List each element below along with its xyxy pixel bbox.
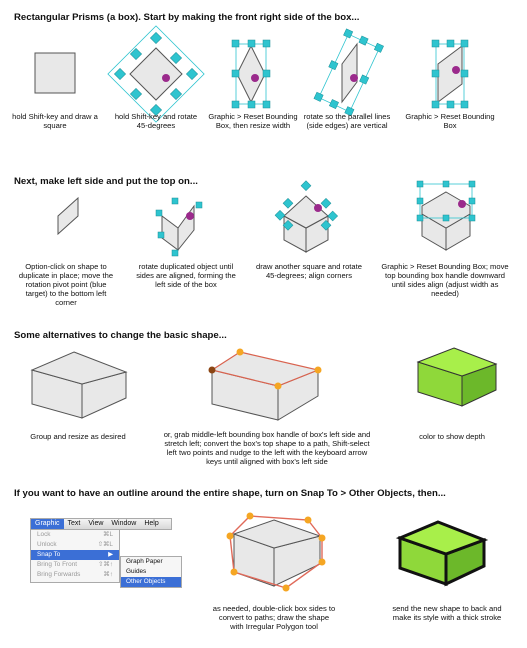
menu-item-snap-to-label: Snap To bbox=[37, 551, 61, 558]
grouped-box-figure bbox=[30, 351, 128, 419]
caption-reset-bbox: Graphic > Reset Bounding Box bbox=[405, 112, 495, 130]
polygon-outline-figure bbox=[226, 512, 326, 592]
caption-stretch-left: or, grab middle-left bounding box handle… bbox=[163, 430, 371, 466]
menu-item-bring-forwards-shortcut: ⌘↑ bbox=[103, 571, 113, 578]
caption-draw-top: draw another square and rotate 45-degree… bbox=[256, 262, 362, 280]
caption-reset-resize: Graphic > Reset Bounding Box, then resiz… bbox=[208, 112, 298, 130]
section-heading-1: Rectangular Prisms (a box). Start by mak… bbox=[14, 12, 360, 23]
section-heading-2: Next, make left side and put the top on.… bbox=[14, 176, 198, 187]
menu-item-bring-forwards[interactable]: Bring Forwards ⌘↑ bbox=[31, 570, 119, 580]
green-box-figure bbox=[416, 347, 498, 407]
menu-item-unlock[interactable]: Unlock ⇧⌘L bbox=[31, 540, 119, 550]
menu-item-unlock-label: Unlock bbox=[37, 541, 57, 548]
stretched-box-figure bbox=[208, 348, 322, 421]
caption-rotate-vertical: rotate so the parallel lines (side edges… bbox=[303, 112, 391, 130]
menu-view[interactable]: View bbox=[88, 520, 104, 527]
menu-item-lock-shortcut: ⌘L bbox=[103, 531, 113, 538]
submenu-graph-paper[interactable]: Graph Paper bbox=[126, 558, 163, 565]
caption-group-resize: Group and resize as desired bbox=[30, 432, 126, 441]
menu-help[interactable]: Help bbox=[144, 520, 159, 527]
menu-window[interactable]: Window bbox=[111, 520, 137, 527]
menu-item-bring-to-front-label: Bring To Front bbox=[37, 561, 78, 568]
diamond-narrow-figure bbox=[231, 39, 271, 109]
caption-irregular-polygon: as needed, double-click box sides to con… bbox=[212, 604, 336, 631]
side-face-figure bbox=[57, 196, 79, 236]
caption-thick-stroke: send the new shape to back and make its … bbox=[392, 604, 502, 622]
section-heading-3: Some alternatives to change the basic sh… bbox=[14, 330, 227, 341]
menu-item-bring-to-front[interactable]: Bring To Front ⇧⌘↑ bbox=[31, 560, 119, 570]
caption-rotate-duplicate: rotate duplicated object until sides are… bbox=[136, 262, 236, 289]
menu-text[interactable]: Text bbox=[67, 520, 81, 527]
reset-box-figure bbox=[431, 39, 469, 109]
caption-draw-square: hold Shift-key and draw a square bbox=[12, 112, 98, 130]
menu-item-bring-to-front-shortcut: ⇧⌘↑ bbox=[98, 561, 113, 568]
outlined-green-box-figure bbox=[395, 520, 489, 587]
caption-reset-top: Graphic > Reset Bounding Box; move top b… bbox=[381, 262, 509, 298]
menu-item-bring-forwards-label: Bring Forwards bbox=[37, 571, 81, 578]
caption-color-depth: color to show depth bbox=[419, 432, 485, 441]
submenu-other-objects[interactable]: Other Objects bbox=[121, 577, 181, 587]
graphic-dropdown: Lock ⌘L Unlock ⇧⌘L Snap To ▶ Bring To Front… bbox=[30, 529, 120, 583]
menu-item-unlock-shortcut: ⇧⌘L bbox=[97, 541, 113, 548]
caption-duplicate-pivot: Option-click on shape to duplicate in pl… bbox=[18, 262, 114, 307]
menu-item-snap-to[interactable]: Snap To ▶ bbox=[31, 550, 119, 560]
chevron-right-icon: ▶ bbox=[108, 551, 113, 558]
rotated-diamond-figure bbox=[313, 28, 384, 117]
menu-graphic[interactable]: Graphic bbox=[31, 519, 64, 529]
rotated-square-figure bbox=[107, 25, 205, 123]
snap-to-submenu: Graph Paper Guides Other Objects bbox=[120, 556, 182, 588]
square-figure bbox=[34, 52, 76, 94]
box-reset-top-figure bbox=[416, 180, 476, 251]
section-heading-4: If you want to have an outline around th… bbox=[14, 488, 446, 499]
box-top-figure bbox=[274, 180, 339, 253]
menu-item-lock-label: Lock bbox=[37, 531, 51, 538]
duplicate-rotated-figure bbox=[155, 197, 203, 257]
menu-item-lock[interactable]: Lock ⌘L bbox=[31, 530, 119, 540]
caption-rotate-45: hold Shift-key and rotate 45-degrees bbox=[114, 112, 198, 130]
submenu-guides[interactable]: Guides bbox=[126, 568, 147, 575]
